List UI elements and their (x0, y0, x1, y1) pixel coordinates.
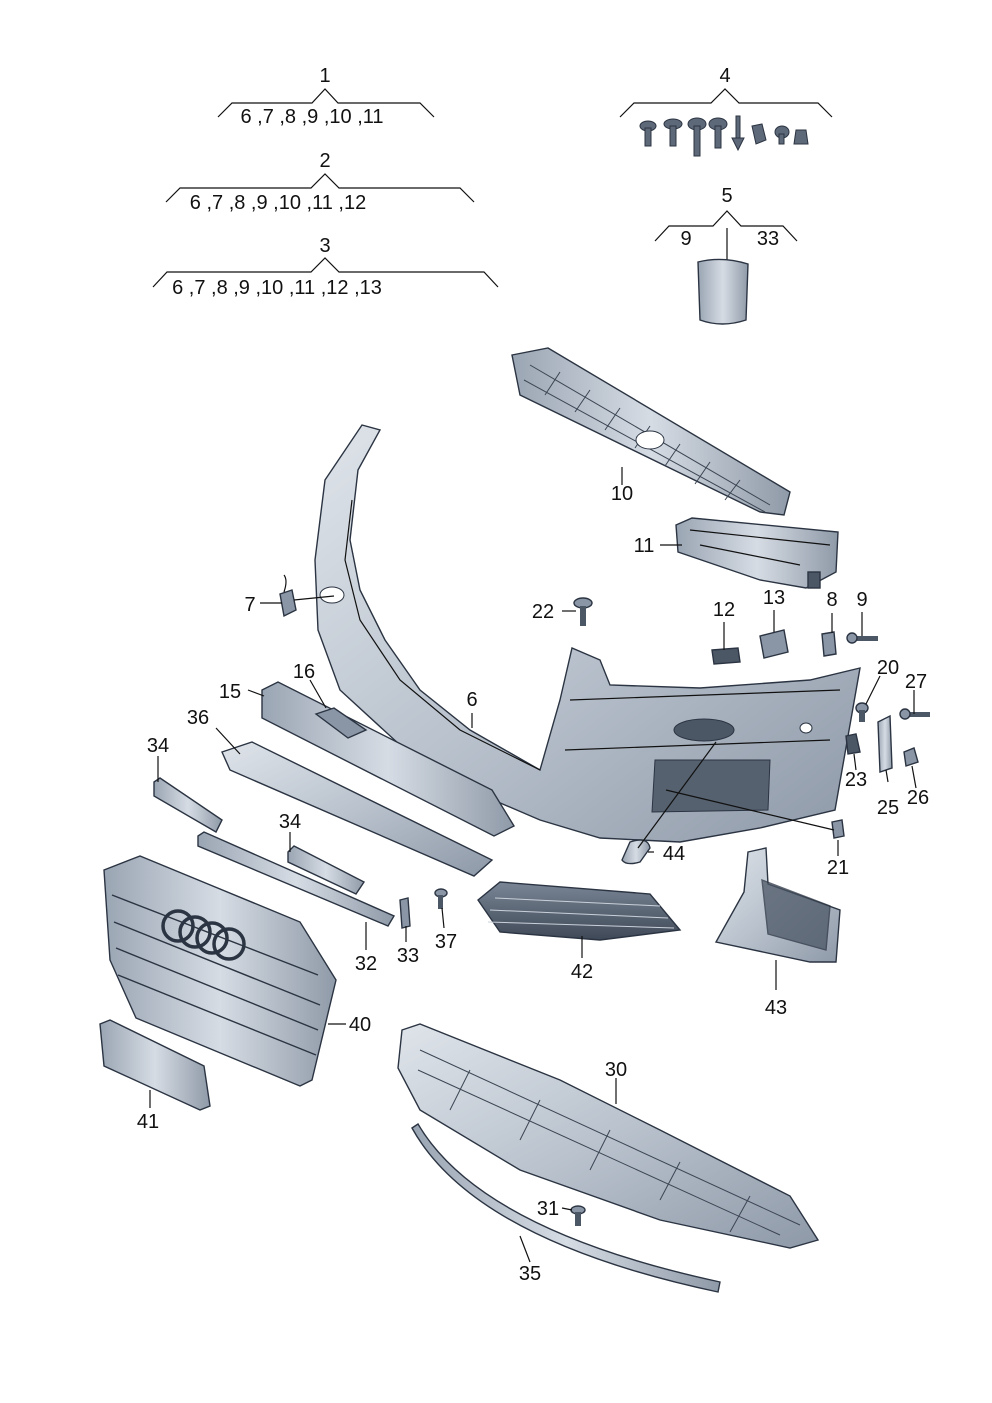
callout-34-left: 34 (147, 735, 169, 757)
callout-41: 41 (137, 1111, 159, 1133)
callout-6: 6 (466, 689, 477, 711)
callout-20: 20 (877, 657, 899, 679)
kit-1-number: 1 (319, 65, 330, 87)
callout-23: 23 (845, 769, 867, 791)
kit-2: 2 6 ,7 ,8 ,9 ,10 ,11 ,12 (165, 150, 475, 214)
fastener-set-icon (639, 115, 809, 157)
callout-36: 36 (187, 707, 209, 729)
callout-35: 35 (519, 1263, 541, 1285)
part-43-bracket (714, 847, 841, 963)
part-35-trim-strip (411, 1123, 721, 1293)
part-11-bracket (675, 517, 839, 589)
part-31-screw (570, 1205, 586, 1226)
part-36-strip (221, 741, 494, 877)
callout-22: 22 (532, 601, 554, 623)
part-33-trim (399, 897, 411, 929)
callout-30: 30 (605, 1059, 627, 1081)
kit-3: 3 6 ,7 ,8 ,9 ,10 ,11 ,12 ,13 (152, 235, 499, 299)
part-26-clip (903, 747, 919, 767)
part-27-screw (899, 708, 930, 720)
part-20-screw (855, 702, 869, 722)
callouts: 7 6 10 11 22 12 13 8 9 20 27 23 25 26 21… (137, 483, 929, 1285)
part-30-undertray (397, 1023, 820, 1249)
kit-2-contents: 6 ,7 ,8 ,9 ,10 ,11 ,12 (190, 192, 366, 214)
callout-7: 7 (244, 594, 255, 616)
callout-21: 21 (827, 857, 849, 879)
callout-34-right: 34 (279, 811, 301, 833)
kit-5-number: 5 (721, 185, 732, 207)
callout-9: 9 (856, 589, 867, 611)
kit-3-contents: 6 ,7 ,8 ,9 ,10 ,11 ,12 ,13 (172, 277, 382, 299)
part-32-strip (197, 831, 396, 927)
callout-16: 16 (293, 661, 315, 683)
callout-11: 11 (634, 535, 655, 557)
kit-2-number: 2 (319, 150, 330, 172)
kit-1-contents: 6 ,7 ,8 ,9 ,10 ,11 (240, 106, 383, 128)
callout-37: 37 (435, 931, 457, 953)
brand-rings-icon (161, 909, 246, 961)
part-23-nut (845, 733, 861, 755)
part-13-bracket (759, 629, 789, 659)
callout-33: 33 (397, 945, 419, 967)
part-8-clip (821, 631, 837, 657)
callout-27: 27 (905, 671, 927, 693)
part-22-bolt (573, 597, 593, 626)
callout-42: 42 (571, 961, 593, 983)
kit-1: 1 6 ,7 ,8 ,9 ,10 ,11 (217, 65, 435, 128)
part-7-cap (279, 574, 297, 618)
kit-5-left: 9 (680, 228, 691, 250)
kit-5: 5 9 33 (654, 185, 798, 325)
callout-25: 25 (877, 797, 899, 819)
part-16-bracket (314, 707, 368, 739)
kit-4-number: 4 (719, 65, 730, 87)
callout-13: 13 (763, 587, 785, 609)
callout-26: 26 (907, 787, 929, 809)
callout-40: 40 (349, 1014, 371, 1036)
part-41-plate (99, 1019, 211, 1111)
part-25-guide (877, 714, 893, 773)
callout-15: 15 (219, 681, 241, 703)
callout-8: 8 (826, 589, 837, 611)
part-37-screw (434, 888, 448, 909)
part-12-clip (711, 647, 741, 665)
callout-12: 12 (713, 599, 735, 621)
part-6-bumper-cover (314, 424, 861, 843)
leader-lines (149, 467, 917, 1263)
part-44-cover (621, 839, 651, 865)
part-42-lower-grille (477, 881, 682, 941)
callout-10: 10 (611, 483, 633, 505)
kit-4: 4 (619, 65, 833, 157)
part-34-strip-right (287, 845, 366, 895)
kit-3-number: 3 (319, 235, 330, 257)
callout-44: 44 (663, 843, 685, 865)
callout-31: 31 (537, 1198, 559, 1220)
part-10-absorber (511, 347, 791, 516)
callout-32: 32 (355, 953, 377, 975)
part-40-grille (103, 855, 337, 1087)
part-21-clip (831, 819, 845, 839)
part-9-screw (846, 632, 878, 644)
kit-5-right: 33 (757, 228, 779, 250)
callout-43: 43 (765, 997, 787, 1019)
part-34-strip-left (153, 777, 223, 833)
repair-bag-icon (697, 258, 749, 325)
